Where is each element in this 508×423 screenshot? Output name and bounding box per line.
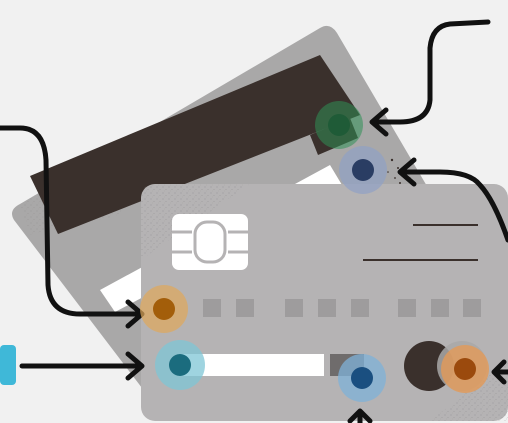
back-code-marker	[339, 146, 387, 194]
chip-icon	[172, 214, 248, 270]
name-line-marker	[155, 340, 205, 390]
stripe-marker	[315, 101, 363, 149]
side-badge	[0, 345, 16, 385]
arrow-top-right	[374, 22, 488, 122]
card-number-marker	[140, 285, 188, 333]
network-logo-marker	[441, 345, 489, 393]
signature-code-marker	[338, 354, 386, 402]
